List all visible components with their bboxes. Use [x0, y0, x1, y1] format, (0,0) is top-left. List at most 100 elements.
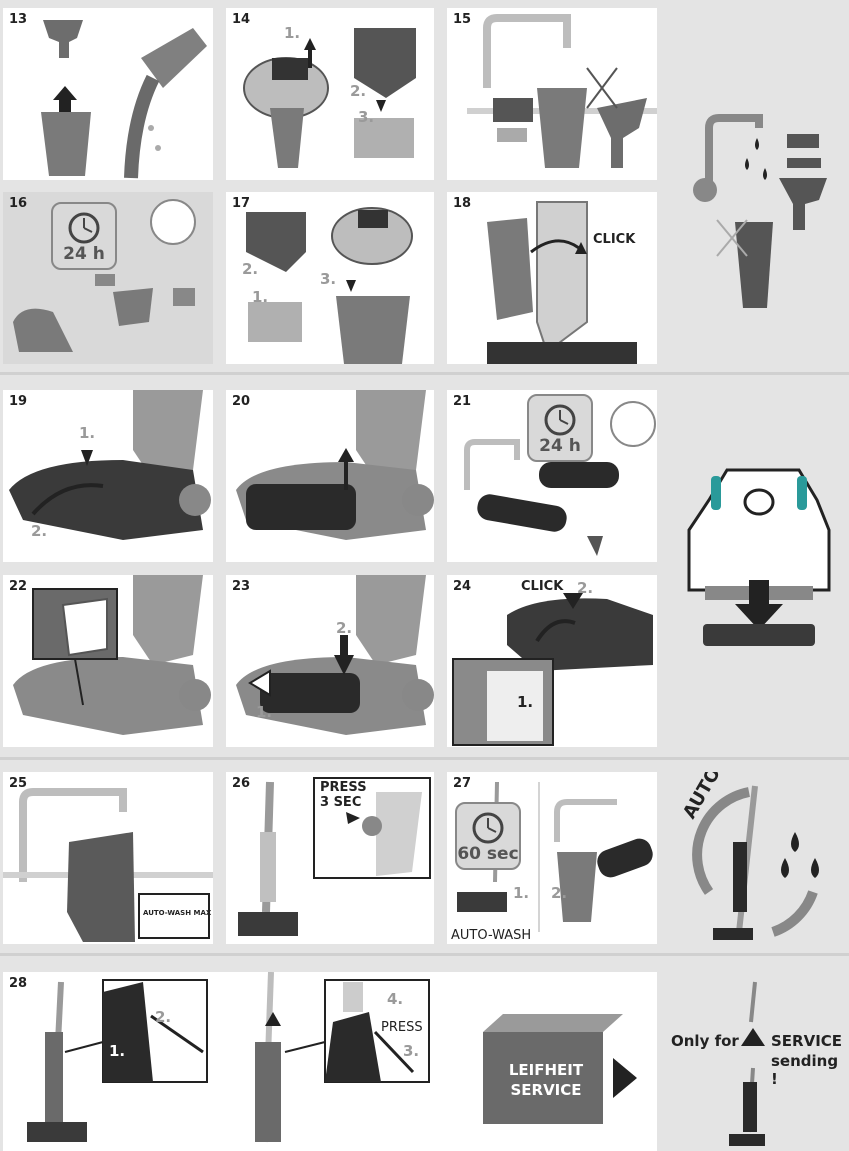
- step-21-panel: 21 24 h: [447, 390, 657, 562]
- tap-wash-side-panel: [669, 8, 849, 364]
- step-label-2: 2.: [350, 82, 367, 100]
- filter-disassembly-illustration: [243, 28, 416, 168]
- step-22-panel: 22: [3, 575, 213, 747]
- leifheit-service-label: LEIFHEIT SERVICE: [491, 1060, 601, 1100]
- step-label-2: 2.: [31, 522, 48, 540]
- clock-icon: [544, 404, 576, 436]
- click-label: CLICK: [593, 232, 636, 247]
- service-text: SERVICE: [510, 1081, 582, 1099]
- press-label: PRESS: [381, 1020, 423, 1035]
- step-number: 21: [453, 394, 472, 409]
- step-label-1: 1.: [513, 884, 530, 902]
- step-number: 16: [9, 196, 28, 211]
- step-label-2: 2.: [336, 619, 353, 637]
- step-number: 18: [453, 196, 472, 211]
- clock-24h-badge: 24 h: [527, 394, 593, 462]
- auto-wash-side-panel: AUTO-WASH: [669, 772, 849, 944]
- service-word: SERVICE: [771, 1032, 843, 1050]
- step-label-4: 4.: [387, 990, 404, 1008]
- step-number: 14: [232, 12, 251, 27]
- step-20-panel: 20: [226, 390, 434, 562]
- step-number: 24: [453, 579, 472, 594]
- press-text: PRESS: [320, 780, 367, 795]
- step-label-2: 2.: [551, 884, 568, 902]
- step-14-panel: 14 1. 2. 3.: [226, 8, 434, 180]
- step-label-1: 1.: [109, 1042, 126, 1060]
- service-sending-icon: [729, 981, 765, 1146]
- clock-24h-text: 24 h: [539, 436, 581, 456]
- step-number: 19: [9, 394, 28, 409]
- press-autowash-button-illustration: [238, 777, 431, 936]
- auto-wash-max-label: AUTO-WASH MAX: [143, 909, 212, 917]
- only-for-text: Only for: [671, 1032, 739, 1050]
- step-number: 15: [453, 12, 472, 27]
- click-label: CLICK: [521, 579, 564, 594]
- filter-reassembly-illustration: [246, 207, 413, 364]
- auto-wash-cycle-illustration: [457, 781, 653, 932]
- remove-roller-illustration: [236, 390, 434, 540]
- clock-24h-text: 24 h: [63, 244, 105, 264]
- step-number: 23: [232, 579, 251, 594]
- close-cover-illustration: [452, 593, 653, 746]
- insert-tank-illustration: [487, 201, 637, 364]
- service-side-panel: Only for SERVICE sending !: [669, 972, 849, 1151]
- wash-dry-roller-illustration: [464, 401, 656, 556]
- step-16-panel: 16 24 h: [3, 192, 213, 364]
- step-28-panel: 28 2. 1. 4. PRESS 3. LEIFHEIT SERVICE: [3, 972, 657, 1151]
- step-label-1: 1.: [517, 693, 534, 711]
- step-25-panel: 25 AUTO-WASH MAX: [3, 772, 213, 944]
- step-18-panel: 18 CLICK: [447, 192, 657, 364]
- step-label-3: 3.: [403, 1042, 420, 1060]
- fill-base-station-illustration: [3, 788, 213, 942]
- step-19-panel: 19 1. 2.: [3, 390, 213, 562]
- step-label-1: 1.: [284, 24, 301, 42]
- step-number: 17: [232, 196, 251, 211]
- press-3sec-label: PRESS 3 SEC: [320, 780, 367, 810]
- step-number: 26: [232, 776, 251, 791]
- step-15-panel: 15: [447, 8, 657, 180]
- section-divider: [0, 372, 849, 375]
- air-dry-illustration: [13, 199, 196, 352]
- three-sec-text: 3 SEC: [320, 795, 362, 810]
- step-number: 22: [9, 579, 28, 594]
- section-divider: [0, 953, 849, 956]
- step-label-2: 2.: [577, 579, 594, 597]
- insert-roller-illustration: [236, 575, 434, 735]
- step-label-3: 3.: [320, 270, 337, 288]
- step-label-1: 1.: [252, 288, 269, 306]
- step-label-2: 2.: [155, 1008, 172, 1026]
- rinse-parts-icon: [693, 114, 827, 308]
- clock-60sec-badge: 60 sec: [455, 802, 521, 870]
- step-label-1: 1.: [256, 703, 273, 721]
- step-label-3: 3.: [358, 108, 375, 126]
- filter-removal-illustration: [41, 20, 207, 179]
- step-23-panel: 23 2. 1.: [226, 575, 434, 747]
- step-number: 25: [9, 776, 28, 791]
- step-13-panel: 13: [3, 8, 213, 180]
- service-disassembly-illustration: [27, 972, 637, 1143]
- step-number: 13: [9, 12, 28, 27]
- section-divider: [0, 757, 849, 760]
- sending-word: sending !: [771, 1052, 839, 1088]
- step-label-1: 1.: [79, 424, 96, 442]
- roller-side-panel: [669, 390, 849, 746]
- step-17-panel: 17 2. 1. 3.: [226, 192, 434, 364]
- step-number: 27: [453, 776, 472, 791]
- clock-icon: [68, 212, 100, 244]
- rinse-under-tap-illustration: [467, 14, 657, 168]
- remove-roller-icon: [687, 468, 831, 646]
- clock-60sec-text: 60 sec: [457, 844, 519, 864]
- open-cover-illustration: [9, 390, 211, 540]
- clock-24h-badge: 24 h: [51, 202, 117, 270]
- auto-wash-label: AUTO-WASH: [451, 928, 532, 943]
- leifheit-text: LEIFHEIT: [508, 1061, 584, 1079]
- clock-icon: [472, 812, 504, 844]
- step-number: 20: [232, 394, 251, 409]
- step-label-2: 2.: [242, 260, 259, 278]
- step-24-panel: 24 CLICK 2. 1.: [447, 575, 657, 747]
- step-26-panel: 26 PRESS 3 SEC: [226, 772, 434, 944]
- step-27-panel: 27 60 sec 1. 2. AUTO-WASH: [447, 772, 657, 944]
- wipe-roller-housing-illustration: [13, 575, 211, 735]
- step-number: 28: [9, 976, 28, 991]
- auto-wash-cycle-icon: [692, 785, 819, 940]
